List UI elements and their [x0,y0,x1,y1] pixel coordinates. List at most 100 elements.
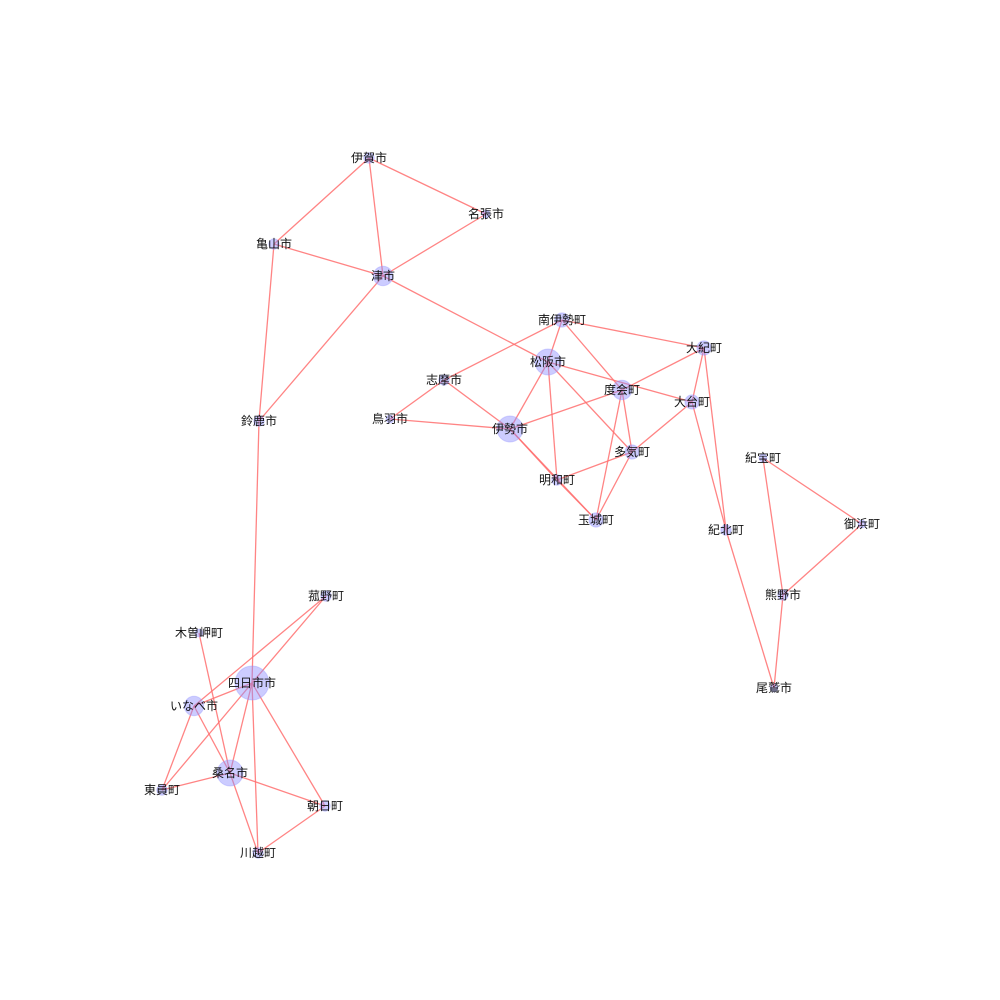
node-label-toin: 東員町 [144,783,180,797]
node-owase [769,683,779,693]
edge-shima-toba [389,379,445,420]
edge-minamiise-shima [443,319,563,381]
edge-minamiise-matsusaka [547,319,563,363]
node-matsusaka [534,348,562,376]
node-kawagoe [252,847,264,859]
edge-kumano-owase [773,594,784,689]
edge-layer [161,157,863,854]
edge-nabari-tsu [382,213,487,277]
node-ise [496,415,524,443]
node-label-taki: 多気町 [614,444,650,459]
node-label-kumano: 熊野市 [765,587,801,602]
edge-yokkaichi-kuwana [229,682,253,774]
edge-watarai-tamaki [595,389,623,521]
node-label-asahi: 朝日町 [307,799,343,813]
node-label-komono: 菰野町 [308,589,344,603]
edge-watarai-taki [621,389,633,453]
edge-kuwana-asahi [229,772,326,807]
edge-matsusaka-ise [509,361,549,430]
node-label-kameyama: 亀山市 [256,236,292,251]
edge-inabe-kuwana [193,705,231,774]
node-label-nabari: 名張市 [468,206,504,221]
node-label-suzuka: 鈴鹿市 [241,413,277,428]
node-label-minamiise: 南伊勢町 [538,312,586,327]
node-label-mihama: 御浜町 [844,516,880,531]
node-label-watarai: 度会町 [604,382,640,397]
node-watarai [611,379,633,401]
edge-komono-inabe [193,595,327,707]
node-minamiise [554,312,570,328]
node-label-kawagoe: 川越町 [240,846,276,860]
edge-toba-ise [389,418,511,430]
edge-taki-meiwa [556,451,633,481]
edge-kihoku-owase [725,529,775,689]
node-suzuka [253,415,265,427]
edge-kihou-kumano [762,457,784,596]
node-kihou [758,453,768,463]
node-label-kihoku: 紀北町 [708,523,744,537]
edge-komono-yokkaichi [251,595,327,684]
edge-tsu-matsusaka [382,275,549,363]
edge-asahi-kawagoe [257,805,326,854]
node-komono [320,590,332,602]
node-tamaki [588,512,604,528]
node-label-kihou: 紀宝町 [745,451,781,465]
node-shima [438,374,450,386]
edge-odai-kihoku [691,401,727,531]
edge-iga-tsu [368,157,384,277]
node-label-ise: 伊勢市 [492,421,528,436]
node-label-tsu: 津市 [371,268,395,283]
node-toin [156,784,168,796]
edge-taiki-kihoku [703,347,727,531]
node-kameyama [268,238,280,250]
node-label-kuwana: 桑名市 [212,765,248,780]
node-taiki [696,340,712,356]
node-nabari [481,209,491,219]
edge-shima-ise [443,379,511,430]
edge-kameyama-suzuka [258,243,275,422]
edge-matsusaka-taki [547,361,633,453]
node-mihama [857,519,867,529]
edge-iga-nabari [368,157,487,215]
edge-tsu-suzuka [258,275,384,422]
node-label-kisosaki: 木曽岬町 [175,625,223,640]
edge-yokkaichi-inabe [193,682,253,707]
node-iga [363,152,375,164]
node-label-taiki: 大紀町 [686,341,722,355]
edge-taiki-odai [691,347,705,403]
node-taki [624,444,640,460]
edge-meiwa-tamaki [556,479,597,521]
edge-mihama-kumano [782,523,863,596]
node-label-tamaki: 玉城町 [578,513,614,527]
edge-kuwana-toin [161,772,231,791]
edge-yokkaichi-toin [161,682,253,791]
node-inabe [183,695,205,717]
edge-suzuka-yokkaichi [251,420,260,684]
node-asahi [319,800,331,812]
node-kisosaki [194,628,204,638]
node-label-toba: 鳥羽市 [372,411,408,426]
edge-matsusaka-meiwa [547,361,558,481]
edge-inabe-toin [161,705,195,791]
node-kumano [777,589,789,601]
edge-odai-taki [631,401,693,453]
edge-iga-kameyama [273,157,370,245]
edge-kameyama-tsu [273,243,384,277]
node-kuwana [216,759,244,787]
node-odai [684,394,700,410]
node-label-matsusaka: 松阪市 [530,354,566,369]
node-label-owase: 尾鷲市 [756,680,792,695]
edge-minamiise-watarai [561,319,623,391]
label-layer: 伊賀市名張市亀山市津市鈴鹿市南伊勢町大紀町松阪市志摩市度会町大台町鳥羽市伊勢市多… [144,150,880,860]
edge-yokkaichi-asahi [251,682,326,807]
edge-watarai-ise [509,389,623,430]
node-tsu [372,265,394,287]
edge-kuwana-kawagoe [229,772,259,854]
node-label-odai: 大台町 [674,394,710,409]
node-label-inabe: いなべ市 [170,698,218,713]
edge-minamiise-taiki [561,319,705,349]
edge-kisosaki-kuwana [198,632,231,774]
node-label-iga: 伊賀市 [351,150,387,165]
edge-yokkaichi-kawagoe [251,682,259,854]
